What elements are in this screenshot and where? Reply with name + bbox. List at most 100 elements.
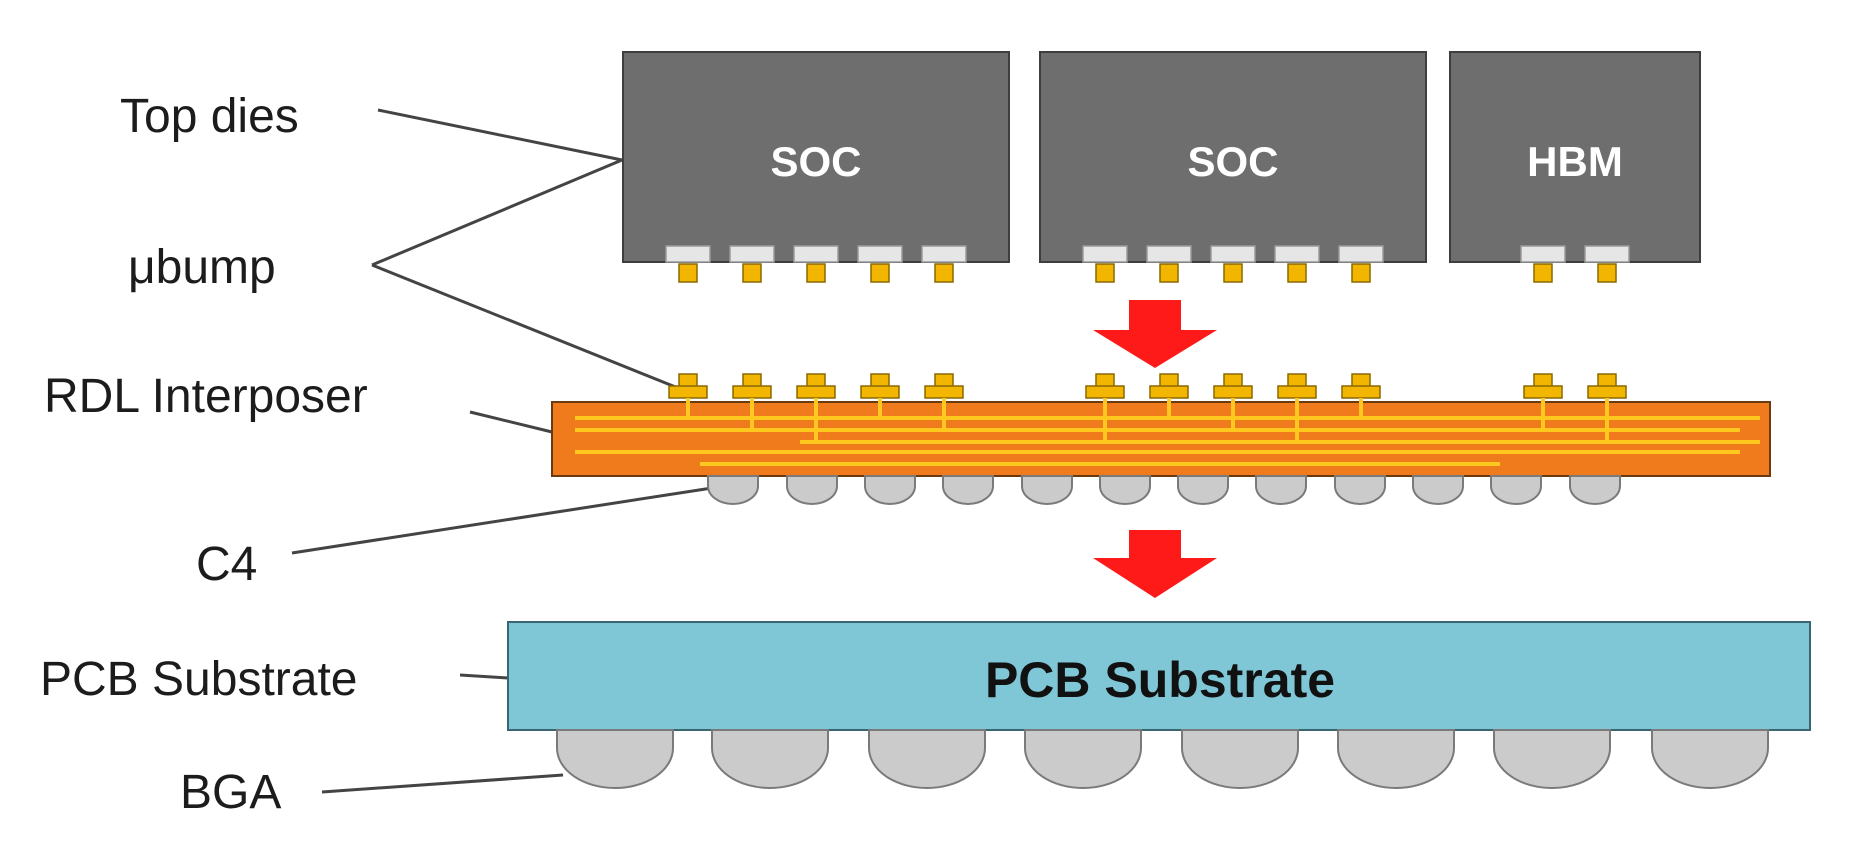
micro-bump-pad bbox=[1587, 385, 1627, 399]
c4-bump bbox=[1255, 475, 1307, 505]
rdl-interposer bbox=[551, 398, 1771, 477]
bga-ball bbox=[556, 729, 674, 789]
die-pad bbox=[1520, 245, 1566, 263]
rdl-via bbox=[814, 398, 818, 442]
die-pad bbox=[1584, 245, 1630, 263]
arrow-down-icon bbox=[1093, 300, 1217, 368]
pcb-substrate: PCB Substrate bbox=[507, 621, 1811, 731]
c4-bump bbox=[1177, 475, 1229, 505]
pcb-substrate-body bbox=[507, 621, 1811, 731]
label-top-dies: Top dies bbox=[120, 90, 299, 143]
die-pad bbox=[729, 245, 775, 263]
micro-bump bbox=[806, 263, 826, 283]
rdl-via bbox=[1605, 398, 1609, 442]
micro-bump bbox=[742, 263, 762, 283]
micro-bump bbox=[1597, 263, 1617, 283]
leader-rdl-interposer bbox=[469, 410, 553, 434]
pcb-substrate-label: PCB Substrate bbox=[985, 652, 1335, 708]
bga-ball bbox=[1024, 729, 1142, 789]
rdl-via bbox=[1295, 398, 1299, 442]
micro-bump-pad bbox=[1341, 385, 1381, 399]
bga-ball bbox=[1493, 729, 1611, 789]
rdl-trace bbox=[575, 428, 1150, 432]
c4-bump bbox=[707, 475, 759, 505]
bga-ball bbox=[1337, 729, 1455, 789]
micro-bump bbox=[1533, 263, 1553, 283]
leader-ubump-lower bbox=[371, 263, 679, 390]
leader-bga bbox=[321, 773, 564, 794]
c4-bump bbox=[786, 475, 838, 505]
rdl-via bbox=[1167, 398, 1171, 418]
c4-bump bbox=[1490, 475, 1542, 505]
label-bga: BGA bbox=[180, 766, 281, 819]
bga-ball bbox=[868, 729, 986, 789]
die-hbm-label: HBM bbox=[1527, 138, 1623, 185]
micro-bump bbox=[1287, 263, 1307, 283]
leader-top-dies bbox=[377, 108, 623, 162]
rdl-via bbox=[750, 398, 754, 430]
leader-ubump bbox=[371, 158, 623, 267]
rdl-via bbox=[1231, 398, 1235, 430]
rdl-trace bbox=[1250, 440, 1760, 444]
rdl-via bbox=[1103, 398, 1107, 442]
micro-bump bbox=[1159, 263, 1179, 283]
micro-bump-pad bbox=[1277, 385, 1317, 399]
micro-bump-pad bbox=[1085, 385, 1125, 399]
rdl-via bbox=[1359, 398, 1363, 418]
bga-ball bbox=[1181, 729, 1299, 789]
rdl-via bbox=[1541, 398, 1545, 430]
die-pad bbox=[921, 245, 967, 263]
micro-bump bbox=[934, 263, 954, 283]
interposer-micro-bumps bbox=[668, 373, 1627, 399]
rdl-traces bbox=[575, 398, 1760, 466]
label-ubump: μbump bbox=[128, 241, 276, 294]
micro-bump-pad bbox=[1523, 385, 1563, 399]
die-pad bbox=[1338, 245, 1384, 263]
micro-bump bbox=[870, 263, 890, 283]
c4-bump bbox=[942, 475, 994, 505]
micro-bump bbox=[1351, 263, 1371, 283]
die-pad bbox=[793, 245, 839, 263]
rdl-trace bbox=[575, 450, 1740, 454]
c4-bump bbox=[1412, 475, 1464, 505]
micro-bump bbox=[678, 263, 698, 283]
label-rdl-interposer: RDL Interposer bbox=[44, 370, 368, 423]
rdl-trace bbox=[800, 440, 1600, 444]
die-pad bbox=[1210, 245, 1256, 263]
micro-bump bbox=[1095, 263, 1115, 283]
die-micro-bumps bbox=[665, 245, 1630, 283]
die-soc-2 bbox=[1039, 51, 1427, 263]
die-soc-2-label: SOC bbox=[1187, 138, 1278, 185]
leader-lines bbox=[291, 108, 713, 794]
die-pad bbox=[1082, 245, 1128, 263]
die-pad bbox=[1274, 245, 1320, 263]
micro-bump-pad bbox=[1213, 385, 1253, 399]
micro-bump-pad bbox=[860, 385, 900, 399]
die-pad bbox=[857, 245, 903, 263]
rdl-via bbox=[878, 398, 882, 418]
die-pad bbox=[665, 245, 711, 263]
micro-bump-pad bbox=[668, 385, 708, 399]
rdl-via bbox=[686, 398, 690, 418]
rdl-via bbox=[942, 398, 946, 430]
c4-bump bbox=[1099, 475, 1151, 505]
label-pcb-substrate: PCB Substrate bbox=[40, 653, 357, 706]
die-pad bbox=[1146, 245, 1192, 263]
bga-ball bbox=[1651, 729, 1769, 789]
arrow-down-icon bbox=[1093, 530, 1217, 598]
c4-bumps bbox=[707, 475, 1621, 505]
c4-bump bbox=[1021, 475, 1073, 505]
bga-balls bbox=[556, 729, 1769, 789]
c4-bump bbox=[1334, 475, 1386, 505]
label-c4: C4 bbox=[196, 538, 257, 591]
top-dies: SOC SOC HBM bbox=[622, 51, 1701, 263]
die-soc-1-label: SOC bbox=[770, 138, 861, 185]
leader-pcb-substrate bbox=[459, 673, 509, 680]
die-hbm bbox=[1449, 51, 1701, 263]
micro-bump-pad bbox=[732, 385, 772, 399]
micro-bump-pad bbox=[1149, 385, 1189, 399]
bga-ball bbox=[711, 729, 829, 789]
rdl-trace bbox=[700, 462, 1500, 466]
rdl-trace bbox=[1150, 428, 1740, 432]
